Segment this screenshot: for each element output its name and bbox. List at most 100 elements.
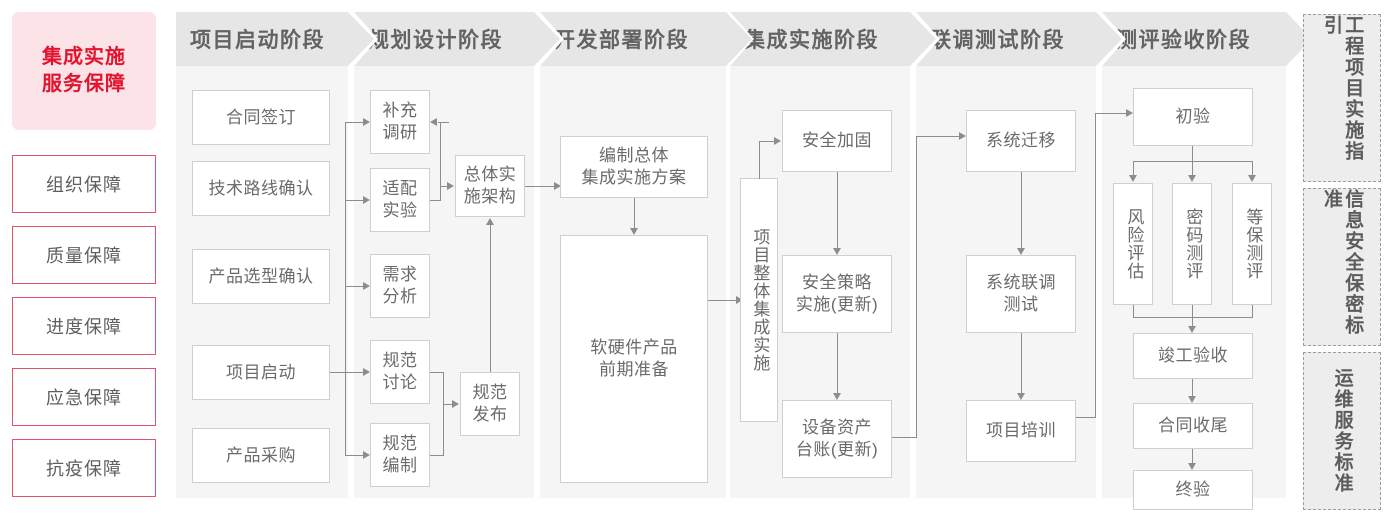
- node-initial-acceptance[interactable]: 初验: [1133, 88, 1253, 146]
- connector-spine-to-supp-research: [345, 122, 363, 124]
- node-adaptation-test[interactable]: 适配 实验: [370, 168, 430, 232]
- node-contract-closure[interactable]: 合同收尾: [1133, 403, 1253, 449]
- connector-prep-to-integration: [708, 300, 737, 302]
- node-spec-release[interactable]: 规范 发布: [460, 372, 520, 436]
- stage-title-6: 测评验收阶段: [1116, 29, 1251, 52]
- arrow-to-overall-architecture: [447, 182, 454, 190]
- sidebar-item-label: 质量保障: [46, 246, 122, 266]
- node-mlps-evaluation[interactable]: 等保测评: [1232, 183, 1272, 305]
- sidebar-item-schedule[interactable]: 进度保障: [12, 297, 156, 355]
- stage-title-1: 项目启动阶段: [190, 29, 325, 52]
- node-project-kickoff[interactable]: 项目启动: [192, 345, 330, 400]
- connector-adapt-test-to-bus: [430, 200, 441, 202]
- connector-training-riser: [1095, 113, 1097, 418]
- connector-supp-research-to-bus: [438, 122, 449, 124]
- node-completion-acceptance[interactable]: 竣工验收: [1133, 333, 1253, 379]
- standard-infosec-confidentiality[interactable]: 信息安全保密标准: [1303, 188, 1381, 346]
- connector-bus-to-arch: [440, 186, 448, 188]
- stage-header-1: 项目启动阶段: [176, 12, 374, 66]
- stage-title-2: 规划设计阶段: [368, 29, 503, 52]
- connector-spine-to-adapt-test: [345, 200, 363, 202]
- node-spec-drafting[interactable]: 规范 编制: [370, 423, 430, 487]
- connector-integration-to-hardening: [759, 141, 775, 143]
- stage-header-6: 测评验收阶段: [1102, 12, 1312, 66]
- node-hw-sw-preparation[interactable]: 软硬件产品 前期准备: [560, 235, 708, 483]
- arrow-down-to-joint-test: [1016, 248, 1025, 255]
- node-asset-ledger-update[interactable]: 设备资产 台账(更新): [782, 400, 892, 478]
- sidebar-item-emergency[interactable]: 应急保障: [12, 368, 156, 426]
- connector-riser-to-migration: [916, 136, 960, 138]
- stage-header-3: 开发部署阶段: [540, 12, 752, 66]
- standard-label: 运维服务标准: [1331, 368, 1353, 494]
- arrow-down-to-training: [1016, 393, 1025, 400]
- sidebar-item-quality[interactable]: 质量保障: [12, 226, 156, 284]
- connector-drop-risk: [1133, 161, 1135, 176]
- node-spec-discussion[interactable]: 规范 讨论: [370, 340, 430, 404]
- connector-spine-to-spec-draft: [345, 455, 363, 457]
- node-security-policy-impl[interactable]: 安全策略 实施(更新): [782, 255, 892, 333]
- sidebar-item-label: 应急保障: [46, 388, 122, 408]
- node-system-migration[interactable]: 系统迁移: [966, 110, 1076, 172]
- standard-label: 信息安全保密标准: [1321, 189, 1364, 336]
- arrow-to-supp-research: [363, 118, 370, 126]
- node-overall-project-integration[interactable]: 项目整体集成实施: [740, 178, 778, 422]
- arrow-down-to-contract-closure: [1187, 396, 1196, 403]
- connector-mlps-down: [1252, 305, 1254, 318]
- connector-bus-top-merge: [440, 122, 442, 200]
- node-crypto-evaluation[interactable]: 密码测评: [1172, 183, 1212, 305]
- sidebar-item-organization[interactable]: 组织保障: [12, 155, 156, 213]
- connector-closure-to-final: [1192, 449, 1194, 464]
- node-final-acceptance[interactable]: 终验: [1133, 470, 1253, 510]
- connector-crypto-down: [1192, 305, 1194, 318]
- stage-title-3: 开发部署阶段: [554, 29, 689, 52]
- lead-card: 集成实施 服务保障: [12, 12, 156, 130]
- connector-bus-spec-merge: [443, 372, 445, 455]
- connector-policy-to-ledger: [837, 333, 839, 393]
- connector-kickoff-out: [330, 372, 345, 374]
- node-requirement-analysis[interactable]: 需求 分析: [370, 254, 430, 318]
- arrow-down-to-ledger: [832, 393, 841, 400]
- arrow-down-to-policy: [832, 248, 841, 255]
- arrow-down-to-mlps-eval: [1248, 175, 1256, 182]
- node-project-training[interactable]: 项目培训: [966, 400, 1076, 462]
- standard-ops-service[interactable]: 运维服务标准: [1303, 352, 1381, 510]
- node-risk-assessment[interactable]: 风险评估: [1113, 183, 1153, 305]
- node-product-procurement[interactable]: 产品采购: [192, 428, 330, 483]
- connector-spec-discuss-to-bus: [430, 372, 444, 374]
- arrow-to-system-migration: [959, 132, 966, 140]
- stage-header-2: 规划设计阶段: [354, 12, 560, 66]
- sidebar-item-epidemic[interactable]: 抗疫保障: [12, 439, 156, 497]
- arrow-to-req-analysis: [363, 282, 370, 290]
- stage-header-5: 联调测试阶段: [916, 12, 1122, 66]
- connector-bus-to-spec-release: [443, 404, 453, 406]
- standard-engineering-guideline[interactable]: 工程项目实施指引: [1303, 14, 1381, 182]
- connector-initial-accept-down: [1192, 146, 1194, 162]
- arrow-to-spec-release: [452, 400, 459, 408]
- stage-title-5: 联调测试阶段: [930, 29, 1065, 52]
- node-product-selection-confirm[interactable]: 产品选型确认: [192, 249, 330, 304]
- node-supplementary-research[interactable]: 补充 调研: [370, 90, 430, 154]
- arrow-to-security-hardening: [774, 137, 781, 145]
- arrow-down-to-final-acceptance: [1187, 463, 1196, 470]
- node-compile-overall-plan[interactable]: 编制总体 集成实施方案: [560, 136, 708, 198]
- connector-joint-test-to-training: [1021, 333, 1023, 393]
- node-system-joint-test[interactable]: 系统联调 测试: [966, 255, 1076, 333]
- arrow-to-adapt-test: [363, 196, 370, 204]
- arrow-down-to-completion-acceptance: [1187, 326, 1196, 333]
- connector-architecture-to-plan: [525, 186, 555, 188]
- connector-integration-up: [759, 141, 761, 179]
- connector-hardening-to-policy: [837, 172, 839, 248]
- arrow-up-to-architecture: [485, 218, 494, 225]
- arrow-to-impl-plan: [554, 182, 561, 190]
- stage-title-4: 集成实施阶段: [744, 29, 879, 52]
- node-security-hardening[interactable]: 安全加固: [782, 110, 892, 172]
- arrow-to-spec-discuss: [363, 368, 370, 376]
- node-overall-impl-architecture[interactable]: 总体实 施架构: [455, 155, 525, 217]
- arrow-back-to-supp-research: [430, 118, 437, 126]
- stage-header-4: 集成实施阶段: [730, 12, 936, 66]
- node-tech-route-confirm[interactable]: 技术路线确认: [192, 161, 330, 216]
- connector-ledger-out: [892, 437, 917, 439]
- connector-spec-release-up: [490, 225, 492, 372]
- node-contract-signing[interactable]: 合同签订: [192, 90, 330, 145]
